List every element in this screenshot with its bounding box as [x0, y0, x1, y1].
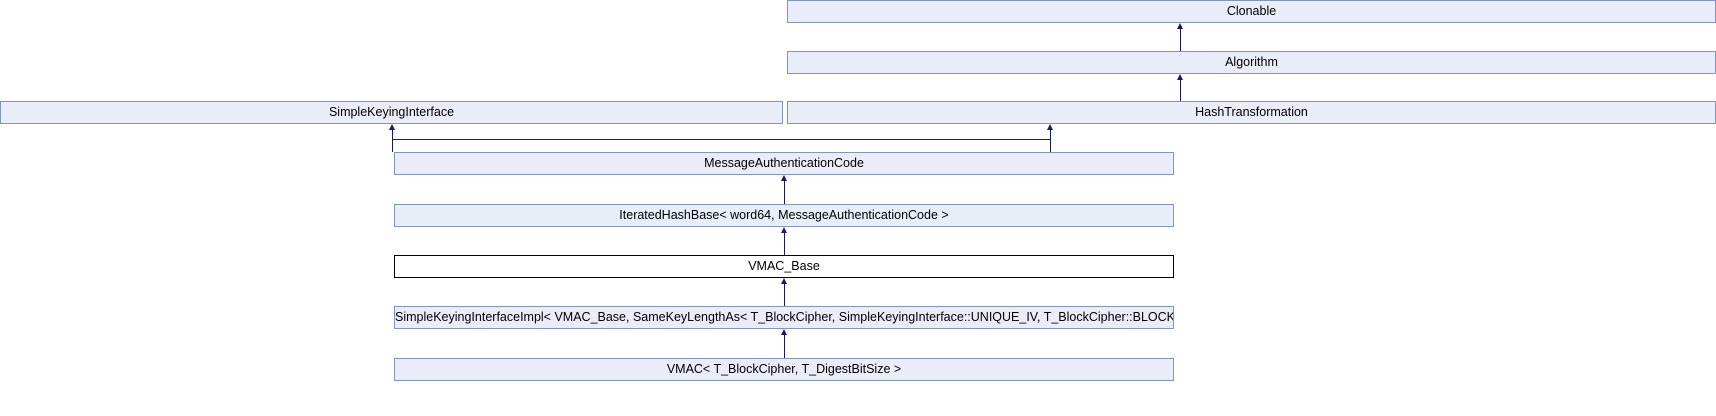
inheritance-arrowhead-icon [1047, 124, 1053, 130]
inheritance-arrowhead-icon [389, 124, 395, 130]
class-node-messageauthenticationcode[interactable]: MessageAuthenticationCode [394, 152, 1174, 175]
class-node-label: SimpleKeyingInterface [328, 105, 455, 119]
class-node-simplekeyinginterface[interactable]: SimpleKeyingInterface [0, 101, 783, 124]
inheritance-edge [784, 232, 785, 255]
inheritance-arrowhead-icon [781, 329, 787, 335]
inheritance-edge [1180, 28, 1181, 51]
class-node-label: MessageAuthenticationCode [704, 156, 864, 170]
class-node-algorithm[interactable]: Algorithm [787, 51, 1716, 74]
class-node-label: VMAC< T_BlockCipher, T_DigestBitSize > [666, 362, 902, 376]
inheritance-edge-elbow [784, 139, 1050, 140]
class-node-clonable[interactable]: Clonable [787, 0, 1716, 23]
inheritance-arrowhead-icon [1177, 74, 1183, 80]
inheritance-edge [1180, 79, 1181, 101]
class-node-label: Clonable [1226, 4, 1277, 18]
class-node-label: IteratedHashBase< word64, MessageAuthent… [619, 208, 949, 222]
inheritance-edge [784, 334, 785, 358]
inheritance-edge-elbow [392, 139, 784, 140]
class-node-label: HashTransformation [1195, 105, 1308, 119]
inheritance-edge [1050, 129, 1051, 152]
class-node-label: Algorithm [1225, 55, 1278, 69]
class-node-iteratedhashbase[interactable]: IteratedHashBase< word64, MessageAuthent… [394, 204, 1174, 227]
inheritance-edge [392, 129, 393, 152]
inheritance-arrowhead-icon [781, 227, 787, 233]
inheritance-arrowhead-icon [1177, 23, 1183, 29]
class-node-label: SimpleKeyingInterfaceImpl< VMAC_Base, Sa… [395, 310, 1173, 324]
class-node-hashtransformation[interactable]: HashTransformation [787, 101, 1716, 124]
inheritance-edge [784, 180, 785, 204]
inheritance-arrowhead-icon [781, 278, 787, 284]
class-node-label: VMAC_Base [748, 259, 820, 273]
inheritance-arrowhead-icon [781, 175, 787, 181]
class-node-vmac_base[interactable]: VMAC_Base [394, 255, 1174, 278]
class-node-simplekeyinginterfaceimpl[interactable]: SimpleKeyingInterfaceImpl< VMAC_Base, Sa… [394, 306, 1174, 329]
inheritance-edge [784, 283, 785, 306]
class-node-vmac[interactable]: VMAC< T_BlockCipher, T_DigestBitSize > [394, 358, 1174, 381]
